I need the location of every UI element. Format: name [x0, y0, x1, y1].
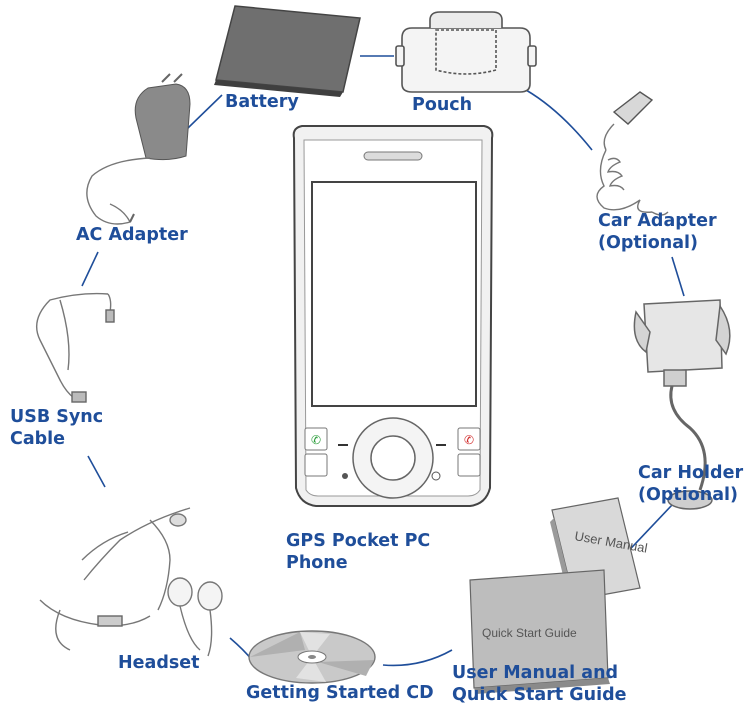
connector-car-adapter-holder — [672, 257, 684, 296]
connector-pouch-car-adapter — [526, 90, 592, 150]
label-car-adapter: Car Adapter (Optional) — [598, 210, 717, 254]
label-manuals-line2: Quick Start Guide — [452, 684, 627, 706]
label-manuals-line1: User Manual and — [452, 662, 627, 684]
battery-illustration — [214, 6, 360, 97]
label-manuals: User Manual and Quick Start Guide — [452, 662, 627, 706]
pouch-illustration — [396, 12, 536, 92]
label-usb-line2: Cable — [10, 428, 103, 450]
connector-ac-usb — [82, 252, 98, 286]
car-adapter-illustration — [597, 92, 668, 215]
label-pouch: Pouch — [412, 94, 472, 116]
label-getting-started-cd: Getting Started CD — [246, 682, 434, 704]
label-car-holder: Car Holder (Optional) — [638, 462, 743, 506]
connector-usb-headset — [88, 456, 105, 487]
label-phone-line2: Phone — [286, 552, 430, 574]
connector-battery-ac — [188, 95, 222, 128]
usb-cable-illustration — [37, 294, 114, 402]
label-usb-line1: USB Sync — [10, 406, 103, 428]
ac-adapter-illustration — [87, 74, 190, 224]
label-phone-line1: GPS Pocket PC — [286, 530, 430, 552]
label-usb-sync-cable: USB Sync Cable — [10, 406, 103, 450]
cd-illustration — [249, 631, 375, 683]
label-ac-adapter: AC Adapter — [76, 224, 188, 246]
label-battery: Battery — [225, 91, 299, 113]
headset-illustration — [40, 508, 222, 656]
label-car-adapter-line2: (Optional) — [598, 232, 717, 254]
connector-cd-manuals — [383, 650, 452, 665]
label-headset: Headset — [118, 652, 200, 674]
label-car-holder-line1: Car Holder — [638, 462, 743, 484]
phone-illustration: ✆ ✆ — [294, 126, 493, 506]
quick-start-cover-text: Quick Start Guide — [482, 626, 577, 640]
label-car-adapter-line1: Car Adapter — [598, 210, 717, 232]
label-car-holder-line2: (Optional) — [638, 484, 743, 506]
svg-text:✆: ✆ — [464, 433, 474, 447]
svg-text:✆: ✆ — [311, 433, 321, 447]
label-phone: GPS Pocket PC Phone — [286, 530, 430, 574]
